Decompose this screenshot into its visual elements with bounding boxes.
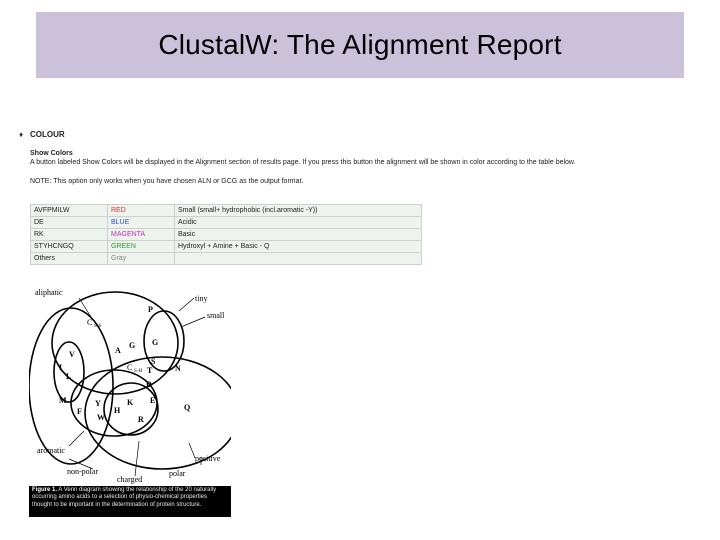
table-row: AVFPMILW RED Small (small+ hydrophobic (… <box>30 204 422 217</box>
nonpolar-pointer <box>68 458 94 470</box>
property-cell: Small (small+ hydrophobic (incl.aromatic… <box>174 204 422 217</box>
label-c-ss-sub: S-S <box>94 324 101 329</box>
caption-text: A Venn diagram showing the relationship … <box>32 487 217 508</box>
table-row: Others Gray <box>30 252 422 265</box>
caption-label: Figure 1. <box>32 487 58 493</box>
label-positive: positive <box>195 454 221 463</box>
label-polar: polar <box>169 469 186 478</box>
table-row: STYHCNGQ GREEN Hydroxyl + Amine + Basic … <box>30 240 422 253</box>
section-heading: COLOUR <box>30 130 65 139</box>
aromatic-pointer <box>68 430 85 447</box>
residues-cell: Others <box>30 252 108 265</box>
charged-set <box>103 382 159 436</box>
residue-T: T <box>147 366 153 375</box>
residues-cell: RK <box>30 228 108 241</box>
color-cell: BLUE <box>107 216 175 229</box>
property-cell <box>174 252 422 265</box>
property-cell: Acidic <box>174 216 422 229</box>
property-cell: Hydroxyl + Amine + Basic - Q <box>174 240 422 253</box>
title-band: ClustalW: The Alignment Report <box>36 12 684 78</box>
label-small: small <box>207 311 225 320</box>
residue-I: I <box>59 363 62 372</box>
color-table: AVFPMILW RED Small (small+ hydrophobic (… <box>30 204 422 265</box>
residues-cell: DE <box>30 216 108 229</box>
tiny-set <box>143 310 185 372</box>
label-aliphatic: aliphatic <box>35 288 63 297</box>
residue-M: M <box>59 396 67 405</box>
residue-P: P <box>148 305 153 314</box>
section-note: NOTE: This option only works when you ha… <box>30 178 304 185</box>
residue-N: N <box>175 364 181 373</box>
label-c-sh-sub: S-H <box>134 369 142 374</box>
table-row: DE BLUE Acidic <box>30 216 422 229</box>
residue-E: E <box>150 396 155 405</box>
color-cell: MAGENTA <box>107 228 175 241</box>
property-cell: Basic <box>174 228 422 241</box>
label-charged: charged <box>117 475 142 484</box>
charged-pointer <box>134 440 140 477</box>
label-tiny: tiny <box>195 294 207 303</box>
table-row: RK MAGENTA Basic <box>30 228 422 241</box>
residue-V: V <box>69 350 75 359</box>
residue-G: G <box>129 341 135 350</box>
show-colors-label: Show Colors <box>30 150 73 157</box>
residue-H: H <box>114 406 121 415</box>
label-aromatic: aromatic <box>37 446 65 455</box>
residue-F: F <box>77 407 82 416</box>
section-description: A button labeled Show Colors will be dis… <box>30 159 576 166</box>
residue-Q: Q <box>184 403 190 412</box>
aliphatic-pointer <box>78 297 92 318</box>
residue-A: A <box>115 346 121 355</box>
polar-set <box>84 356 231 470</box>
bullet-icon: ♦ <box>19 130 24 139</box>
small-pointer <box>180 316 206 328</box>
label-non-polar: non-polar <box>67 467 98 476</box>
color-cell: RED <box>107 204 175 217</box>
polar-pointer <box>188 442 196 459</box>
residues-cell: AVFPMILW <box>30 204 108 217</box>
aliphatic-set <box>53 341 85 403</box>
color-cell: GREEN <box>107 240 175 253</box>
label-c-ss: C <box>87 318 92 327</box>
figure-caption: Figure 1. A Venn diagram showing the rel… <box>29 486 231 517</box>
residue-G2: G <box>152 338 158 347</box>
residue-D: D <box>146 380 152 389</box>
venn-diagram: aliphatic tiny small aromatic non-polar … <box>29 281 231 486</box>
residues-cell: STYHCNGQ <box>30 240 108 253</box>
slide-title: ClustalW: The Alignment Report <box>158 29 562 60</box>
residue-W: W <box>97 413 105 422</box>
color-cell: Gray <box>107 252 175 265</box>
aliphatic-nonpolar-set <box>29 307 114 465</box>
residue-S: S <box>151 357 156 366</box>
tiny-pointer <box>178 297 195 312</box>
tiny-small-set <box>51 291 179 395</box>
residue-R: R <box>138 415 144 424</box>
residue-Y: Y <box>95 399 101 408</box>
residue-K: K <box>127 398 134 407</box>
residue-L: L <box>66 372 71 381</box>
label-c-sh: C <box>127 363 132 372</box>
